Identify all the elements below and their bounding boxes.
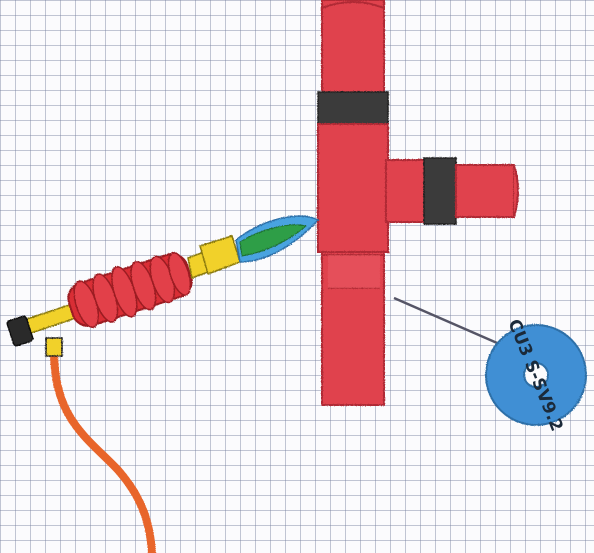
pipe-sleeve-top: [318, 92, 388, 124]
torch-handle: [63, 246, 197, 334]
t-junction-pipe: [318, 0, 518, 405]
horizontal-branch: [386, 160, 426, 222]
tee-fitting-body: [318, 124, 388, 252]
ring-pointer-line: [394, 298, 504, 346]
torch-nozzle-tip: [200, 236, 240, 274]
torch-rear-rod: [24, 304, 76, 334]
branch-sleeve: [424, 158, 456, 224]
gas-hose: [54, 352, 152, 553]
hose-fitting: [46, 338, 62, 356]
branch-pipe-end: [456, 165, 514, 217]
soldering-torch-icon: [6, 216, 318, 553]
